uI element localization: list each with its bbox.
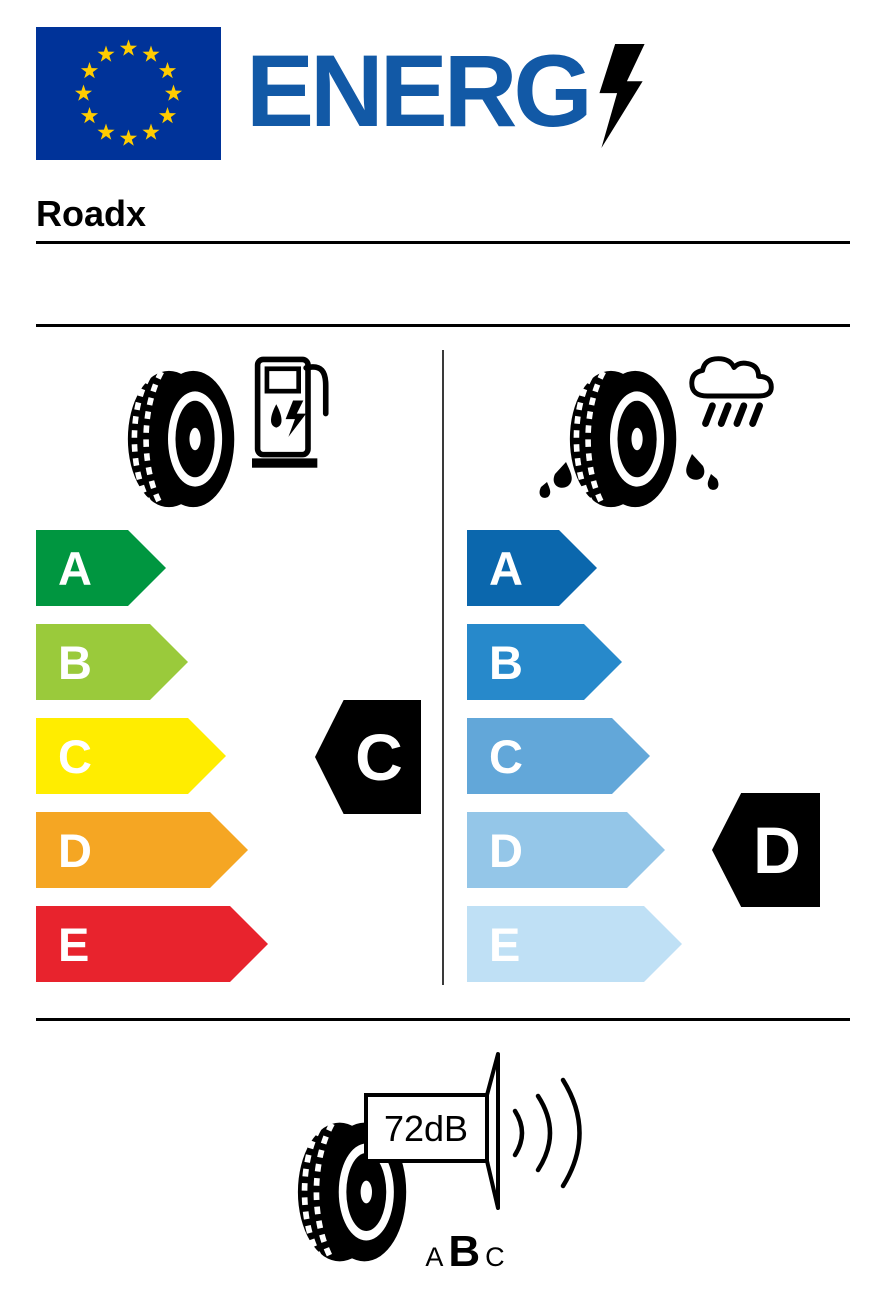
fuel-class-b-arrow: B [36, 624, 188, 700]
fuel-class-c-arrow: C [36, 718, 226, 794]
divider-above-noise [36, 1018, 850, 1021]
fuel-pump-icon [252, 356, 329, 468]
divider-under-brand [36, 241, 850, 244]
fuel-rating-pointer: C [315, 700, 421, 814]
wet-class-b-label: B [489, 635, 523, 689]
fuel-class-d-arrow: D [36, 812, 248, 888]
rain-cloud-icon [689, 356, 774, 427]
wet-class-d-arrow: D [467, 812, 665, 888]
fuel-rating-value: C [355, 720, 403, 794]
fuel-class-c-label: C [58, 729, 92, 783]
sound-waves-icon [512, 1077, 582, 1189]
noise-db-value: 72dB [384, 1108, 468, 1149]
tire-icon [126, 366, 238, 512]
fuel-class-e-label: E [58, 917, 90, 971]
divider-above-ratings [36, 324, 850, 327]
water-splash-icon [686, 454, 719, 490]
water-splash-icon [539, 462, 572, 498]
noise-class-a-label: A [425, 1242, 444, 1272]
wet-rating-value: D [753, 813, 801, 887]
speaker-icon: 72dB [364, 1052, 582, 1210]
wet-class-a-arrow: A [467, 530, 597, 606]
brand-name: Roadx [36, 193, 147, 234]
noise-class-b-label: B [448, 1227, 481, 1276]
wet-class-b-arrow: B [467, 624, 622, 700]
wet-class-e-arrow: E [467, 906, 682, 982]
wet-class-a-label: A [489, 541, 523, 595]
wet-class-e-label: E [489, 917, 521, 971]
wet-rating-pointer: D [712, 793, 820, 907]
fuel-class-a-arrow: A [36, 530, 166, 606]
vertical-divider [442, 350, 444, 985]
wet-class-c-arrow: C [467, 718, 650, 794]
noise-class-scale: A B C [400, 1222, 530, 1274]
eu-flag [36, 27, 221, 160]
fuel-class-b-label: B [58, 635, 92, 689]
noise-class-c-label: C [485, 1242, 505, 1272]
fuel-class-d-label: D [58, 823, 92, 877]
fuel-class-a-label: A [58, 541, 92, 595]
fuel-class-e-arrow: E [36, 906, 268, 982]
energy-logo: ENERG [246, 40, 651, 150]
lightning-bolt-icon [599, 44, 645, 149]
wet-class-c-label: C [489, 729, 523, 783]
tire-icon [568, 366, 680, 512]
wet-class-d-label: D [489, 823, 523, 877]
energy-logo-text: ENERG [246, 34, 593, 148]
